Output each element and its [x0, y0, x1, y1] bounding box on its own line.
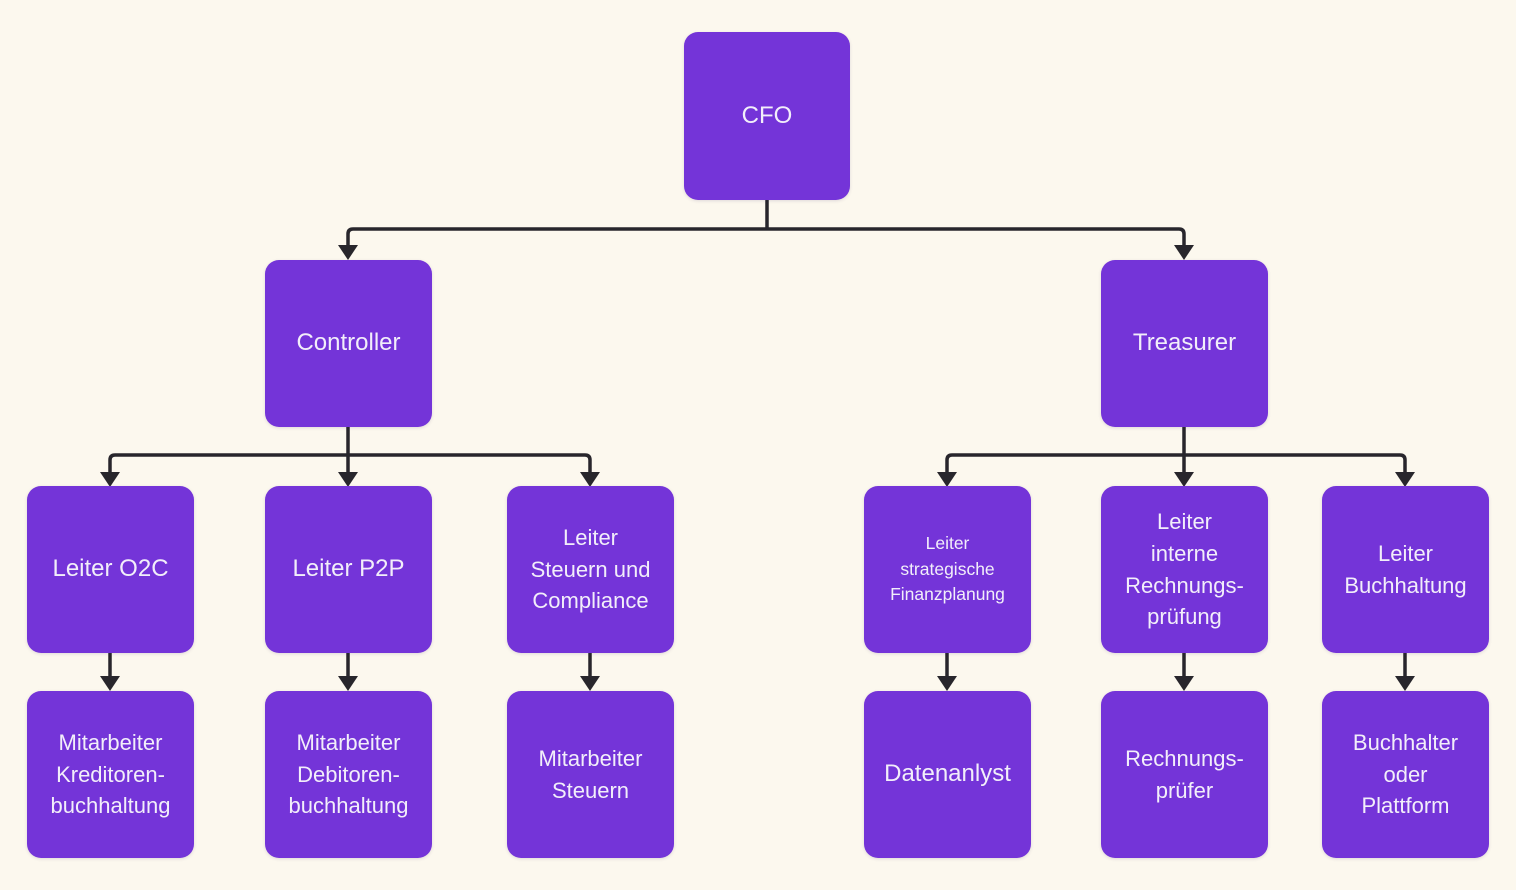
connector-level3-to-level4-stems	[108, 653, 1407, 678]
arrowhead-mitarbeiter-debitorenbuchhaltung	[338, 676, 358, 691]
node-treasurer[interactable]: Treasurer	[1101, 260, 1268, 427]
arrowhead-mitarbeiter-steuern	[580, 676, 600, 691]
node-leiter-p2p[interactable]: Leiter P2P	[265, 486, 432, 653]
arrowhead-leiter-strategische-finanzplanung	[937, 472, 957, 487]
arrowhead-leiter-interne-rechnungspruefung	[1174, 472, 1194, 487]
node-cfo[interactable]: CFO	[684, 32, 850, 200]
node-controller[interactable]: Controller	[265, 260, 432, 427]
node-datenanlyst[interactable]: Datenanlyst	[864, 691, 1031, 858]
node-leiter-strategische-finanzplanung[interactable]: Leiter strategische Finanzplanung	[864, 486, 1031, 653]
arrowhead-controller	[338, 245, 358, 260]
arrowhead-leiter-buchhaltung	[1395, 472, 1415, 487]
node-mitarbeiter-kreditorenbuchhaltung[interactable]: Mitarbeiter Kreditoren- buchhaltung	[27, 691, 194, 858]
node-rechnungspruefer[interactable]: Rechnungs- prüfer	[1101, 691, 1268, 858]
arrowhead-leiter-p2p	[338, 472, 358, 487]
node-leiter-interne-rechnungspruefung[interactable]: Leiter interne Rechnungs- prüfung	[1101, 486, 1268, 653]
node-leiter-buchhaltung[interactable]: Leiter Buchhaltung	[1322, 486, 1489, 653]
node-mitarbeiter-steuern[interactable]: Mitarbeiter Steuern	[507, 691, 674, 858]
connector-cfo-children-rail	[346, 227, 1186, 246]
node-buchhalter-oder-plattform[interactable]: Buchhalter oder Plattform	[1322, 691, 1489, 858]
arrowhead-leiter-steuern-compliance	[580, 472, 600, 487]
connector-controller-children-rail	[108, 453, 592, 474]
node-mitarbeiter-debitorenbuchhaltung[interactable]: Mitarbeiter Debitoren- buchhaltung	[265, 691, 432, 858]
arrowhead-mitarbeiter-kreditorenbuchhaltung	[100, 676, 120, 691]
node-leiter-steuern-compliance[interactable]: Leiter Steuern und Compliance	[507, 486, 674, 653]
arrowhead-treasurer	[1174, 245, 1194, 260]
arrowhead-leiter-o2c	[100, 472, 120, 487]
arrowhead-rechnungspruefer	[1174, 676, 1194, 691]
arrowhead-datenanlyst	[937, 676, 957, 691]
arrowhead-buchhalter-oder-plattform	[1395, 676, 1415, 691]
connector-treasurer-children-rail	[945, 453, 1407, 474]
node-leiter-o2c[interactable]: Leiter O2C	[27, 486, 194, 653]
